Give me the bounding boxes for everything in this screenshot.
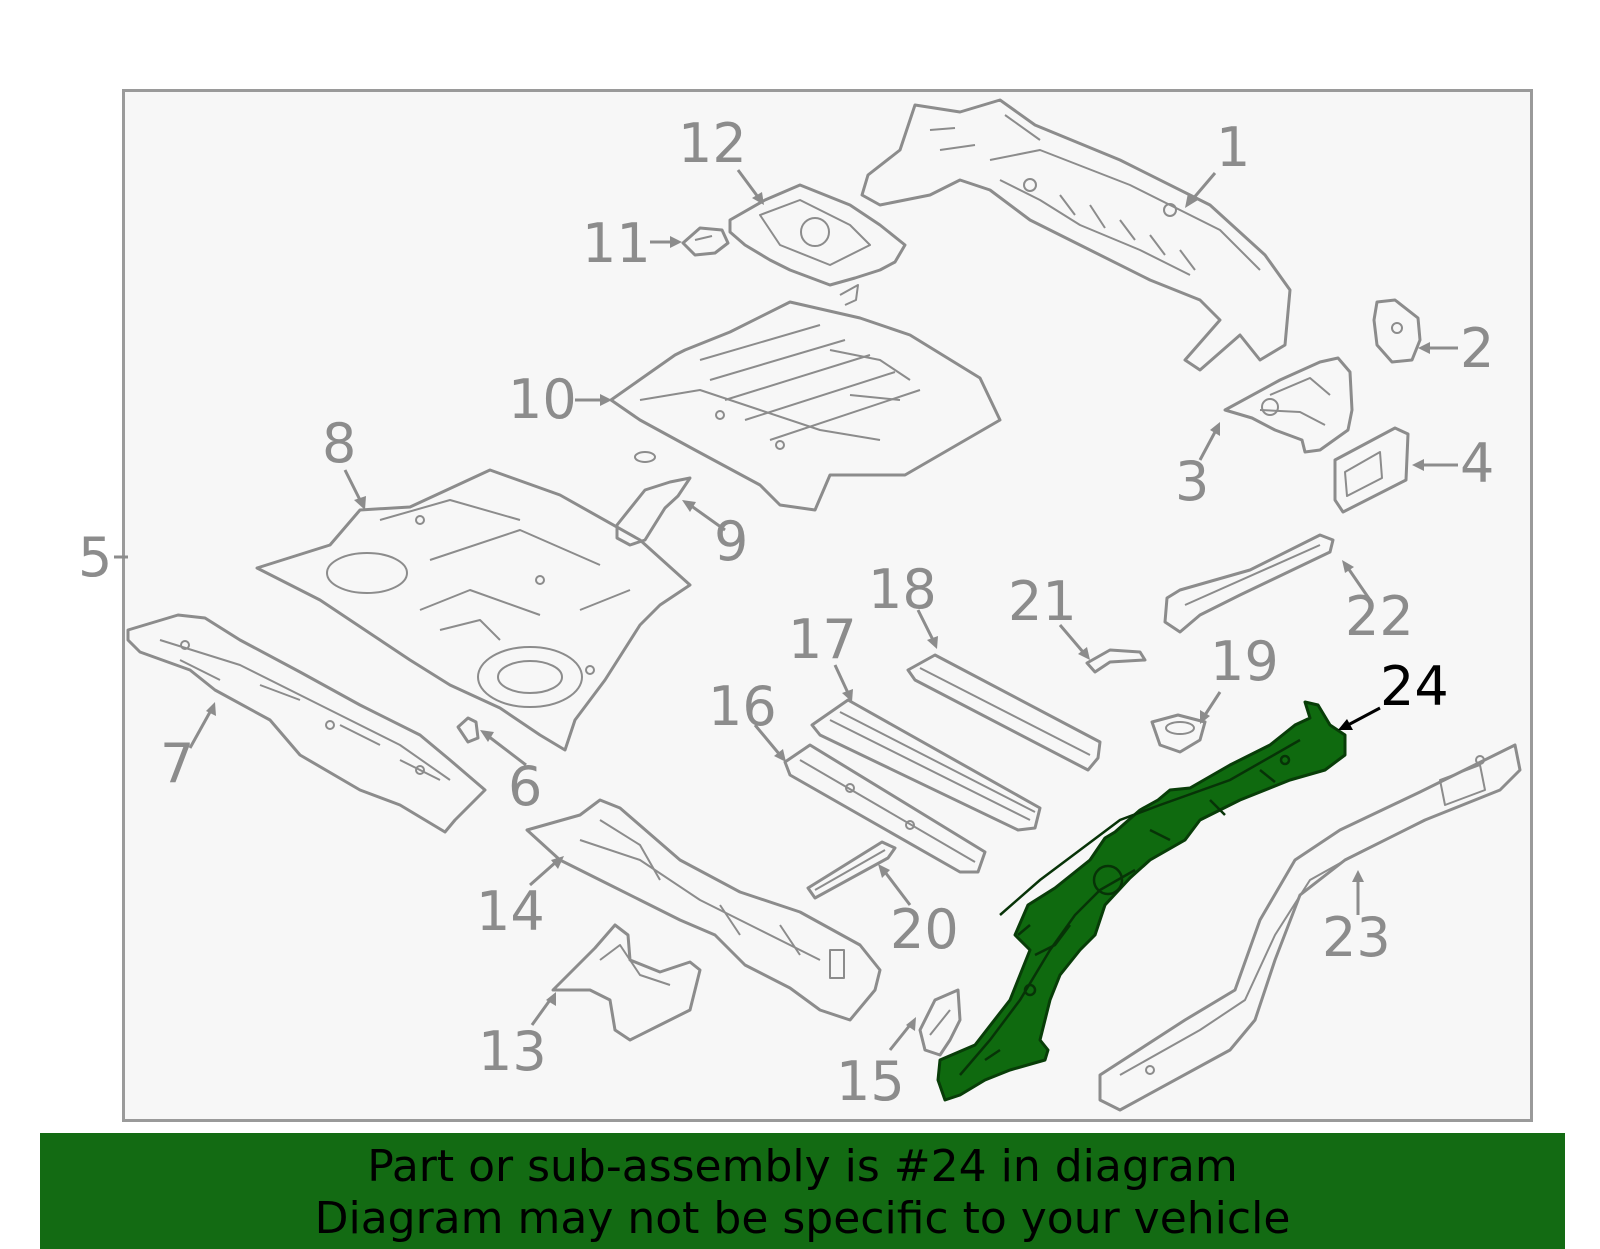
part-4-panel — [1333, 426, 1410, 514]
callout-10: 10 — [508, 368, 577, 431]
part-11-clip — [681, 226, 730, 257]
callout-23: 23 — [1322, 906, 1391, 969]
callout-labels: 1 2 3 4 5 6 7 8 9 10 11 12 13 14 15 16 1… — [78, 112, 1494, 1113]
callout-5: 5 — [78, 526, 112, 589]
callout-15: 15 — [836, 1050, 905, 1113]
callout-14: 14 — [476, 880, 545, 943]
callout-19: 19 — [1210, 630, 1279, 693]
part-1-rear-crossmember — [860, 98, 1292, 372]
part-2-bracket — [1372, 298, 1422, 364]
caption-line-2: Diagram may not be specific to your vehi… — [314, 1193, 1291, 1244]
part-12-spare-tire-tray — [728, 183, 907, 306]
callout-4: 4 — [1460, 432, 1494, 495]
part-24-rear-side-member-highlighted — [936, 700, 1347, 1102]
leader-24 — [1338, 706, 1381, 730]
part-22-extension — [1163, 533, 1335, 634]
callout-17: 17 — [788, 608, 857, 671]
leader-lines — [114, 169, 1458, 1051]
callout-24: 24 — [1380, 655, 1449, 718]
callout-20: 20 — [890, 898, 959, 961]
callout-6: 6 — [508, 755, 542, 818]
part-19-cup — [1150, 713, 1207, 754]
callout-18: 18 — [868, 558, 937, 621]
part-9-bracket — [615, 451, 692, 547]
callout-9: 9 — [714, 510, 748, 573]
callout-7: 7 — [160, 732, 194, 795]
callout-22: 22 — [1345, 585, 1414, 648]
part-16-crossmember — [783, 743, 987, 874]
part-17-crossmember — [810, 698, 1042, 832]
callout-11: 11 — [582, 212, 651, 275]
callout-12: 12 — [678, 112, 747, 175]
part-8-rear-floor-pan — [255, 468, 692, 752]
part-7-side-member — [126, 613, 487, 834]
callout-8: 8 — [322, 412, 356, 475]
part-14-side-member — [525, 798, 882, 1022]
callout-1: 1 — [1216, 116, 1250, 179]
callout-3: 3 — [1175, 450, 1209, 513]
callout-16: 16 — [708, 675, 777, 738]
part-20-bracket — [806, 840, 897, 900]
parts-diagram: 1 2 3 4 5 6 7 8 9 10 11 12 13 14 15 16 1… — [78, 98, 1522, 1113]
part-6-clip — [456, 716, 480, 744]
callout-13: 13 — [478, 1020, 547, 1083]
part-23-side-member-outer — [1098, 743, 1522, 1112]
diagram-frame — [122, 89, 1533, 1122]
part-13-bracket — [551, 923, 702, 1042]
part-21-bracket — [1085, 648, 1147, 674]
callout-21: 21 — [1008, 570, 1077, 633]
part-3-extension — [1223, 356, 1354, 454]
caption-line-1: Part or sub-assembly is #24 in diagram — [367, 1141, 1238, 1192]
callout-2: 2 — [1460, 317, 1494, 380]
part-15-bracket — [918, 988, 962, 1057]
part-10-floor-panel — [609, 300, 1002, 512]
part-18-crossmember — [906, 653, 1102, 772]
caption-bar: Part or sub-assembly is #24 in diagram D… — [40, 1133, 1565, 1249]
